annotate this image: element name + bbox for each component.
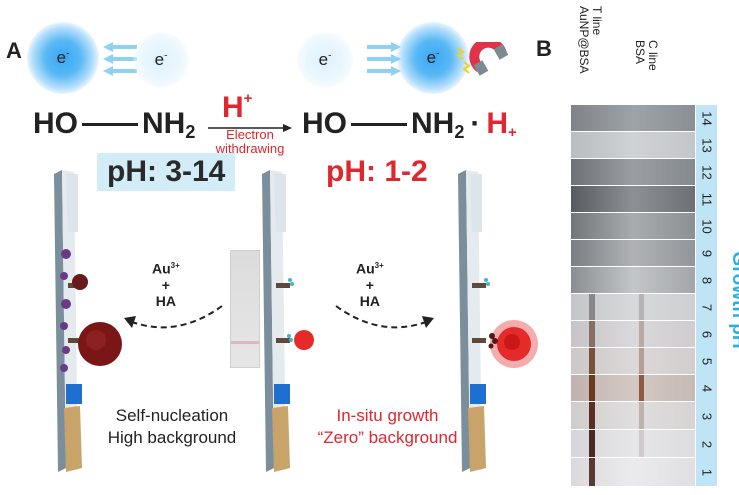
electron-symbol: e- bbox=[155, 50, 168, 70]
electron-symbol: e- bbox=[427, 48, 440, 68]
strip-photo-line bbox=[231, 341, 259, 344]
electron-symbol: e- bbox=[319, 50, 332, 70]
electron-glow-left: e- bbox=[27, 22, 99, 94]
t-line-band bbox=[589, 348, 595, 374]
strip-row bbox=[571, 132, 695, 159]
bond-line bbox=[351, 123, 407, 126]
electron-symbol: e- bbox=[57, 48, 70, 68]
magnet-icon bbox=[452, 42, 508, 91]
t-line-band bbox=[589, 430, 595, 457]
panel-a-label: A bbox=[6, 38, 22, 64]
strip-row bbox=[571, 294, 695, 321]
ph-tick-label: 5 bbox=[700, 351, 715, 373]
strip-row bbox=[571, 402, 695, 430]
column-header-tline: T line AuNP@BSA bbox=[577, 6, 603, 74]
ph-tick-label: 14 bbox=[700, 108, 715, 130]
c-line-band bbox=[639, 430, 644, 457]
strip-row bbox=[571, 375, 695, 402]
ph-tick-label: 9 bbox=[700, 243, 715, 265]
electron-soft-right: e- bbox=[297, 32, 353, 88]
c-line-band bbox=[639, 348, 644, 374]
strip-row bbox=[571, 458, 695, 487]
caption-right: In-situ growth “Zero” background bbox=[300, 405, 475, 449]
ph-tick-label: 4 bbox=[700, 378, 715, 400]
bond-line bbox=[82, 123, 138, 126]
strip-row bbox=[571, 348, 695, 375]
strip-photo-stack bbox=[571, 105, 695, 486]
strip-row bbox=[571, 159, 695, 186]
panel-b-label: B bbox=[536, 36, 552, 62]
t-line-band bbox=[589, 321, 595, 347]
ph-tick-label: 11 bbox=[700, 189, 715, 211]
t-line-band bbox=[589, 294, 595, 320]
strip-row bbox=[571, 213, 695, 240]
ph-tick-label: 2 bbox=[700, 434, 715, 456]
ph-tick-label: 1 bbox=[700, 462, 715, 484]
growth-ph-axis-title: Growth pH bbox=[727, 248, 739, 352]
strip-row bbox=[571, 321, 695, 348]
ph-tick-label: 6 bbox=[700, 324, 715, 346]
ph-tick-label: 10 bbox=[700, 216, 715, 238]
ph-tick-label: 3 bbox=[700, 406, 715, 428]
ph-tick-label: 8 bbox=[700, 270, 715, 292]
t-line-band bbox=[589, 375, 595, 401]
strip-row bbox=[571, 430, 695, 458]
ph-tick-label: 12 bbox=[700, 162, 715, 184]
arrow-caption: Electron withdrawing bbox=[200, 128, 300, 156]
c-line-band bbox=[639, 402, 644, 429]
ph-axis-labels: 14 13 12 11 10 9 8 7 6 5 4 3 2 1 bbox=[696, 105, 717, 486]
strip-row bbox=[571, 105, 695, 132]
t-line-band bbox=[589, 458, 595, 486]
caption-left: Self-nucleation High background bbox=[82, 405, 262, 449]
dashed-arrow-right bbox=[330, 300, 440, 339]
electron-soft-left: e- bbox=[133, 32, 189, 88]
c-line-band bbox=[639, 375, 644, 401]
ph-tick-label: 13 bbox=[700, 135, 715, 157]
electron-shift-arrows-right bbox=[365, 42, 401, 81]
c-line-band bbox=[639, 294, 644, 320]
strip-row bbox=[571, 267, 695, 294]
t-line-band bbox=[589, 402, 595, 429]
strip-row bbox=[571, 240, 695, 267]
strip-row bbox=[571, 186, 695, 213]
c-line-band bbox=[639, 321, 644, 347]
ph-tick-label: 7 bbox=[700, 297, 715, 319]
column-header-cline: C line BSA bbox=[633, 40, 659, 71]
dashed-arrow-left bbox=[118, 300, 228, 339]
ph-box-right: pH: 1-2 bbox=[316, 153, 438, 191]
